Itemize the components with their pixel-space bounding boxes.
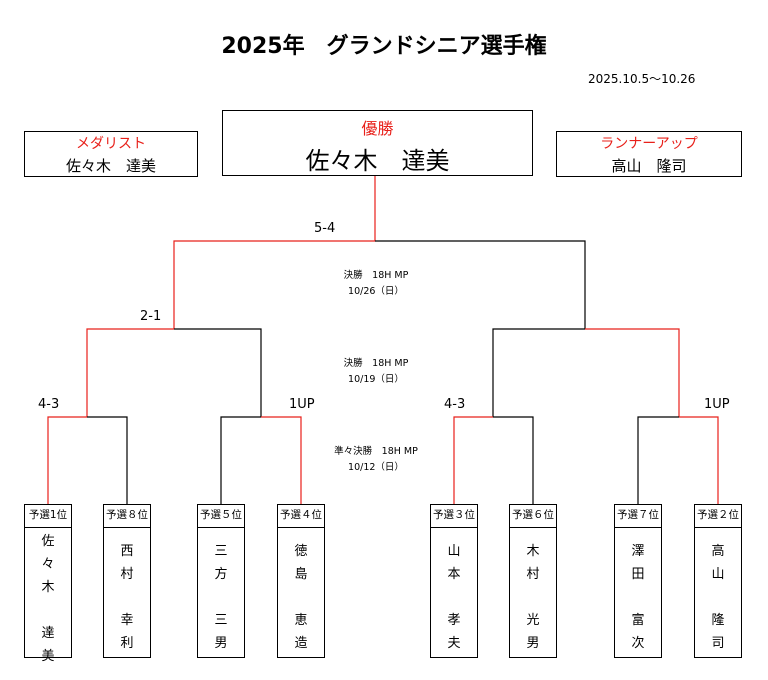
runner-up-box: ランナーアップ 高山 隆司 [556,131,742,177]
champion-box: 優勝 佐々木 達美 [222,110,533,176]
champion-name: 佐々木 達美 [305,147,450,175]
runner-up-name: 高山 隆司 [611,157,687,175]
player-name-char: 男 [214,636,228,651]
player-name-char: 々 [41,557,55,572]
player-name-char: 恵 [294,613,308,628]
player-seed: 予選２位 [695,505,741,528]
player-name-char: 木 [41,580,55,595]
player-box-2: 予選８位 西 村 幸 利 [103,504,151,658]
player-name-char: 幸 [120,613,134,628]
player-name-char: 佐 [41,534,55,549]
player-name-char: 達 [41,626,55,641]
qf4-line-winner [679,416,719,504]
player-box-5: 予選３位 山 本 孝 夫 [430,504,478,658]
player-seed: 予選６位 [510,505,556,528]
player-name-char: 三 [214,544,228,559]
round-label-semi-format: 決勝 18H MP [343,358,409,369]
player-box-1: 予選1位 佐 々 木 達 美 [24,504,72,664]
player-name: 西 村 幸 利 [104,528,150,655]
final-line-winner [173,176,376,329]
player-name-char: 三 [214,613,228,628]
player-seed: 予選３位 [431,505,477,528]
player-name-char: 隆 [711,613,725,628]
player-name: 徳 島 恵 造 [278,528,324,655]
semi-left-line-loser [174,328,262,417]
qf3-line-loser [493,416,534,504]
player-seed: 予選７位 [615,505,661,528]
final-score: 5-4 [314,221,336,236]
player-seed: 予選５位 [198,505,244,528]
round-label-final-format: 決勝 18H MP [343,270,409,281]
player-name-char: 島 [294,567,308,582]
qf2-score: 1UP [289,397,315,412]
qf1-score: 4-3 [38,397,60,412]
player-name-char: 光 [526,613,540,628]
medalist-name: 佐々木 達美 [65,157,156,175]
final-line-loser [375,240,586,329]
player-box-7: 予選７位 澤 田 富 次 [614,504,662,658]
player-name-char: 本 [447,567,461,582]
player-name-char: 西 [120,544,134,559]
player-name: 木 村 光 男 [510,528,556,655]
qf1-line-winner [47,416,87,504]
round-label-final-date: 10/26（日） [348,286,404,297]
player-name-char: 山 [711,567,725,582]
player-seed: 予選1位 [25,505,71,528]
medalist-label: メダリスト [76,136,146,152]
qf1-line-loser [87,416,128,504]
player-name-char: 孝 [447,613,461,628]
semi-right-line-loser [492,328,585,417]
player-name-char: 夫 [447,636,461,651]
medalist-box: メダリスト 佐々木 達美 [24,131,198,177]
champion-label: 優勝 [361,119,394,138]
round-label-semi: 決勝 18H MP 10/19（日） [306,356,446,388]
qf2-line-loser [220,416,261,504]
player-name-char: 方 [214,567,228,582]
player-box-4: 予選４位 徳 島 恵 造 [277,504,325,658]
player-name: 三 方 三 男 [198,528,244,655]
player-name: 高 山 隆 司 [695,528,741,655]
qf4-score: 1UP [704,397,730,412]
runner-up-label: ランナーアップ [600,136,698,152]
player-name-char: 村 [120,567,134,582]
player-name-char: 田 [631,567,645,582]
player-seed: 予選４位 [278,505,324,528]
player-name-char: 司 [711,636,725,651]
qf3-score: 4-3 [444,397,466,412]
semi-left-score: 2-1 [140,309,162,324]
player-box-8: 予選２位 高 山 隆 司 [694,504,742,658]
player-name-char: 富 [631,613,645,628]
player-name-char: 高 [711,544,725,559]
player-box-6: 予選６位 木 村 光 男 [509,504,557,658]
player-name-char: 山 [447,544,461,559]
player-seed: 予選８位 [104,505,150,528]
semi-left-line-winner [86,328,174,417]
player-name-char: 次 [631,636,645,651]
player-box-3: 予選５位 三 方 三 男 [197,504,245,658]
round-label-quarter-format: 準々決勝 18H MP [334,446,418,457]
player-name: 佐 々 木 達 美 [25,528,71,668]
qf4-line-loser [637,416,679,504]
qf2-line-winner [261,416,302,504]
round-label-quarter-date: 10/12（日） [348,462,404,473]
player-name-char: 木 [526,544,540,559]
player-name-char: 澤 [631,544,645,559]
page-title: 2025年 グランドシニア選手権 [221,34,547,59]
player-name-char: 利 [120,636,134,651]
player-name-char: 美 [41,649,55,664]
date-range: 2025.10.5～10.26 [588,72,696,86]
player-name: 澤 田 富 次 [615,528,661,655]
player-name-char: 徳 [294,544,308,559]
player-name-char: 造 [294,636,308,651]
round-label-quarter: 準々決勝 18H MP 10/12（日） [306,444,446,476]
qf3-line-winner [453,416,493,504]
player-name-char: 男 [526,636,540,651]
semi-right-line-winner [585,328,680,417]
player-name-char: 村 [526,567,540,582]
player-name: 山 本 孝 夫 [431,528,477,655]
round-label-semi-date: 10/19（日） [348,374,404,385]
round-label-final: 決勝 18H MP 10/26（日） [306,268,446,300]
